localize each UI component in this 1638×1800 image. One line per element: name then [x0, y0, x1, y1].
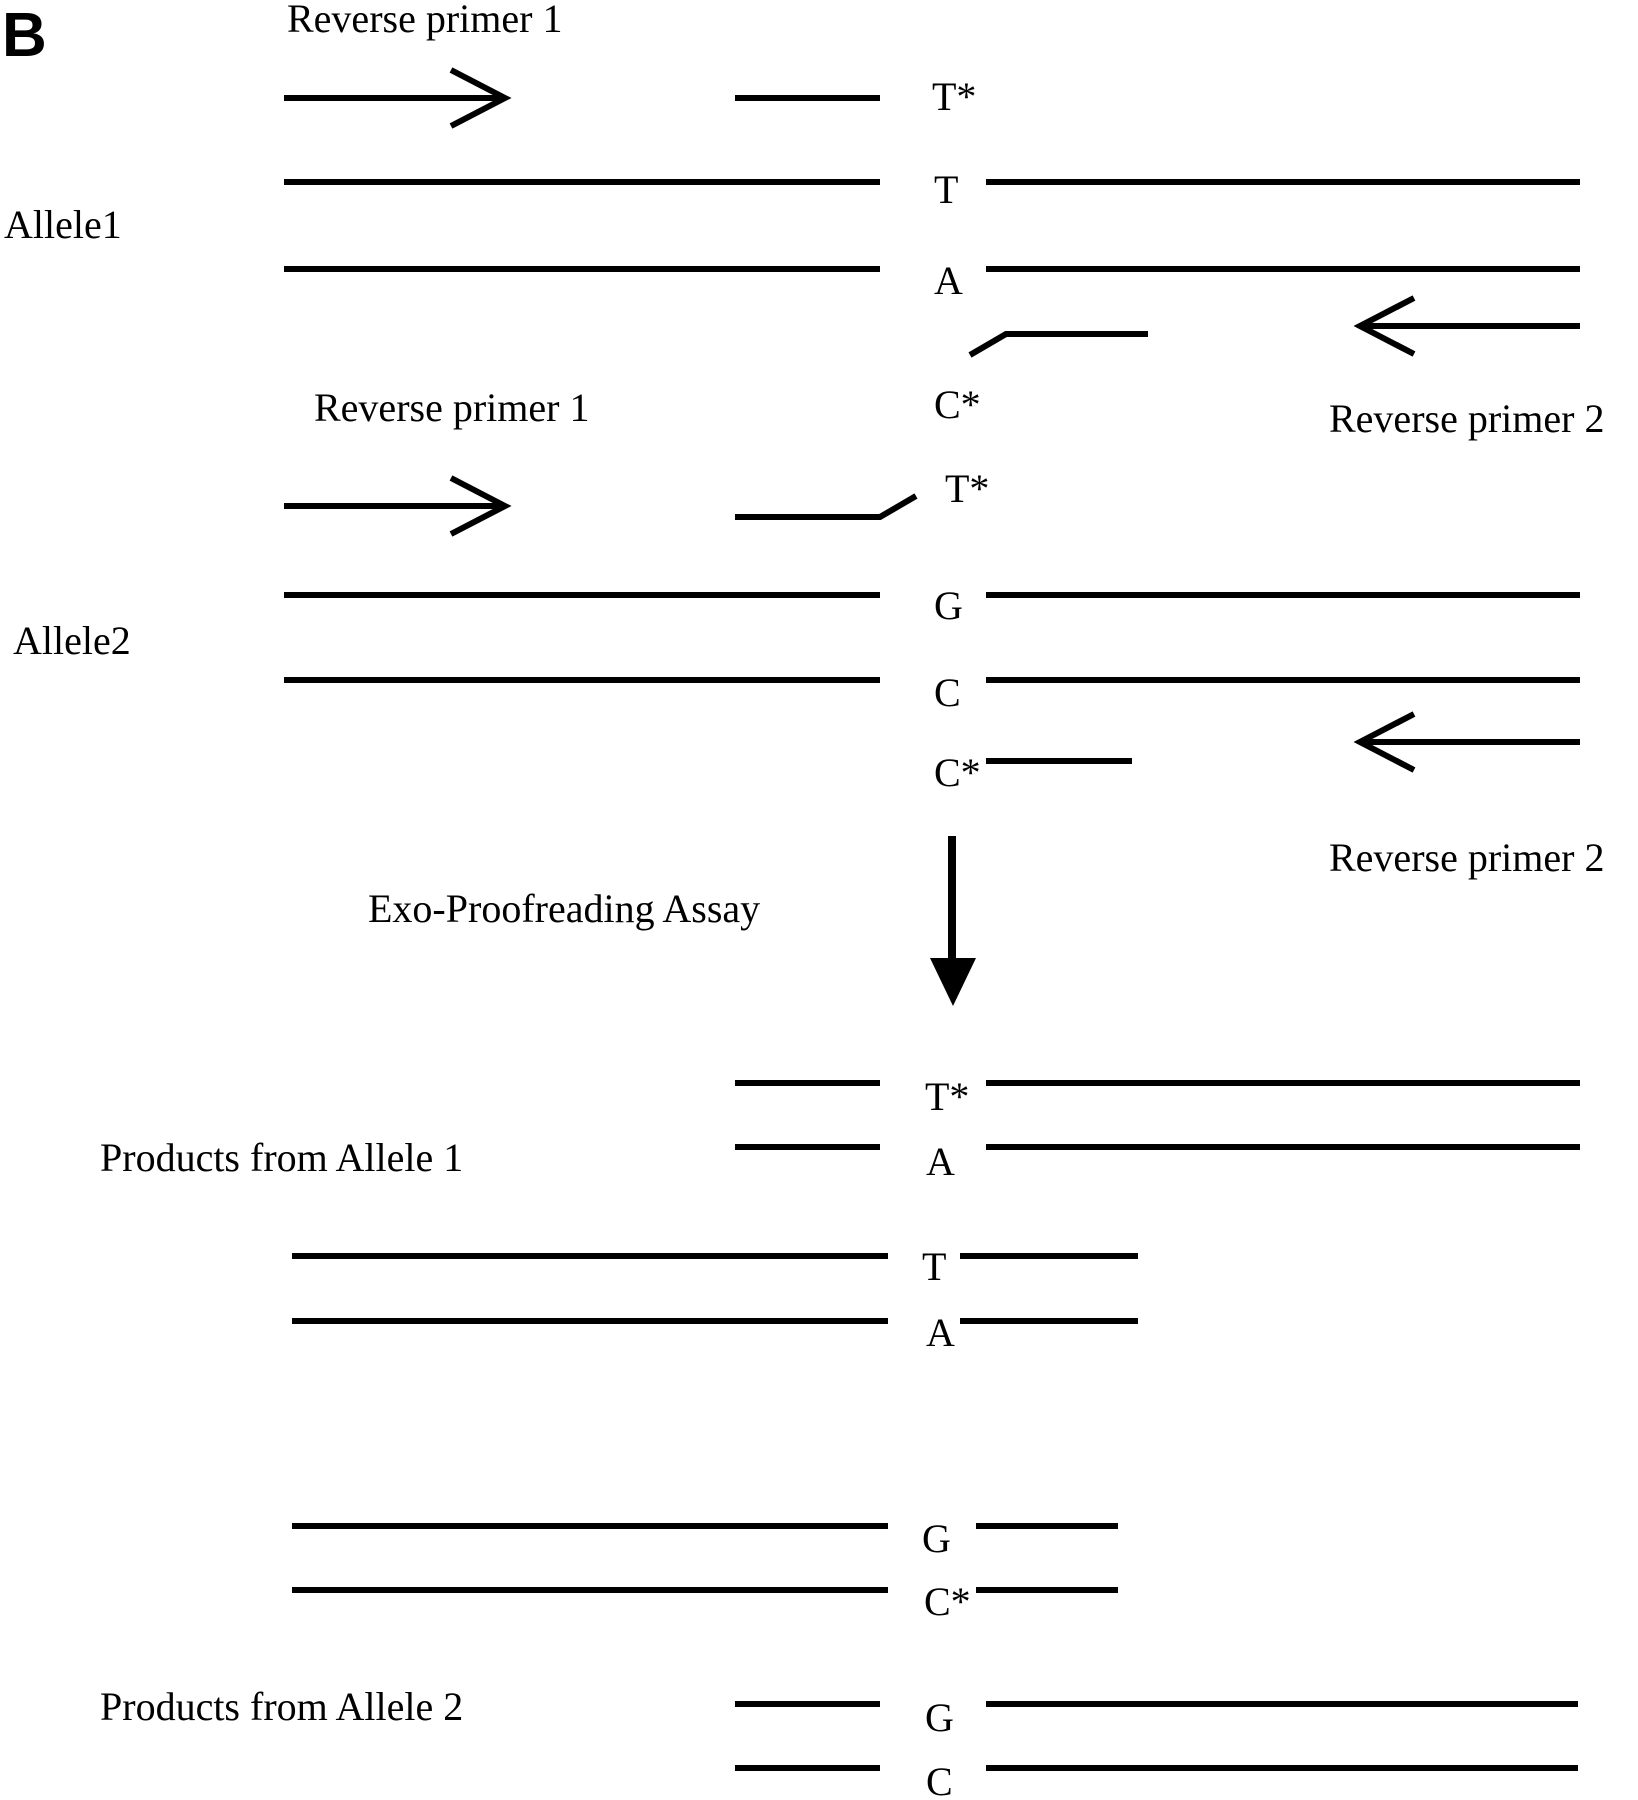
allele1-top-strand-base: T — [934, 167, 958, 212]
product2a-top-base: G — [922, 1516, 951, 1561]
allele1-bottom-strand-base: A — [934, 258, 963, 303]
allele2-probe2-base: C* — [934, 750, 981, 795]
assay-arrow-head — [930, 958, 976, 1006]
allele2-reverse-primer-1-label: Reverse primer 1 — [314, 385, 589, 430]
allele2-top-strand-base: G — [934, 583, 963, 628]
allele1-reverse-primer-1-label: Reverse primer 1 — [287, 0, 562, 41]
allele2-primer1-arrow-head — [449, 475, 512, 537]
allele1-probe2-base: C* — [934, 382, 981, 427]
allele1-primer1-arrow-head — [449, 67, 512, 129]
allele2-primer2-arrow-head — [1353, 711, 1416, 773]
allele1-probe2-strand — [968, 331, 1148, 358]
allele2-label: Allele2 — [13, 618, 131, 663]
product2b-top-base: G — [925, 1695, 954, 1740]
product2a-bottom-base: C* — [924, 1579, 971, 1624]
assay-label: Exo-Proofreading Assay — [368, 886, 760, 931]
allele2-bottom-strand-base: C — [934, 670, 961, 715]
product1b-top-base: T — [922, 1244, 946, 1289]
allele2-reverse-primer-2-label: Reverse primer 2 — [1329, 835, 1604, 880]
product1a-top-base: T* — [925, 1074, 969, 1119]
product1a-bottom-base: A — [926, 1139, 955, 1184]
allele1-probe-base: T* — [932, 74, 976, 119]
allele2-probe-strand — [735, 493, 918, 520]
product2b-bottom-base: C — [926, 1759, 953, 1800]
allele2-probe-base: T* — [945, 466, 989, 511]
allele1-primer2-arrow-head — [1353, 295, 1416, 357]
allele1-label: Allele1 — [4, 202, 122, 247]
panel-label: B — [2, 1, 47, 70]
product1b-bottom-base: A — [926, 1310, 955, 1355]
allele1-reverse-primer-2-label: Reverse primer 2 — [1329, 396, 1604, 441]
products-allele2-label: Products from Allele 2 — [100, 1684, 463, 1729]
products-allele1-label: Products from Allele 1 — [100, 1135, 463, 1180]
